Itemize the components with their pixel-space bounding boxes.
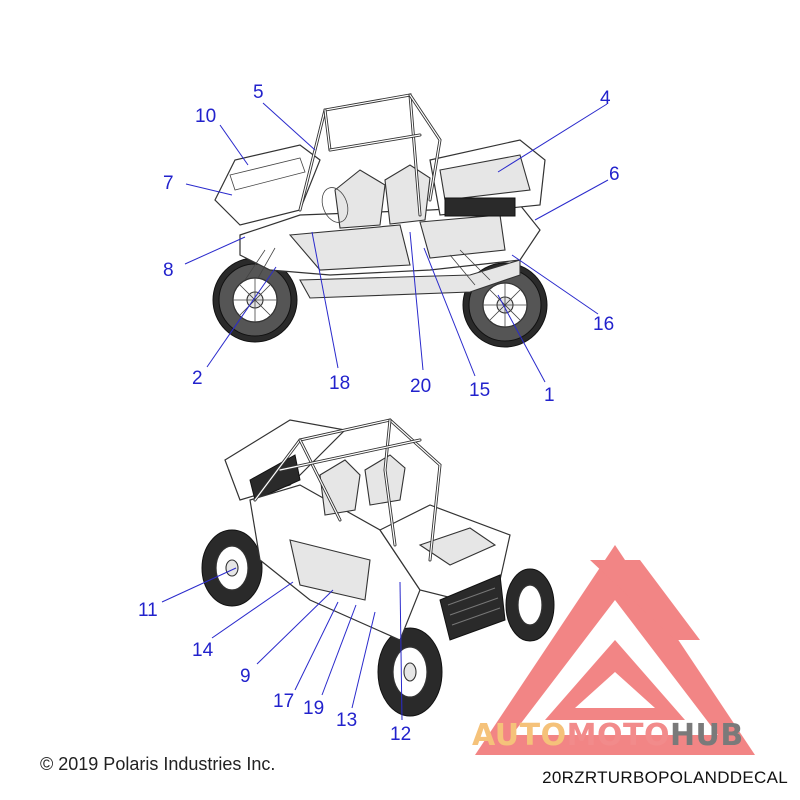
brand-auto: AUTO: [472, 718, 567, 753]
callout-7: 7: [163, 173, 174, 194]
front-wheel: [212, 257, 298, 343]
vehicle-side-view: [212, 93, 548, 348]
callout-4: 4: [600, 88, 611, 109]
vehicle-front-view: [201, 418, 555, 717]
callout-5: 5: [253, 82, 264, 103]
front-right-wheel: [505, 568, 555, 642]
callout-8: 8: [163, 260, 174, 281]
callout-1: 1: [544, 385, 555, 406]
callout-10: 10: [195, 106, 216, 127]
callout-19: 19: [303, 698, 324, 719]
copyright-notice: © 2019 Polaris Industries Inc.: [40, 754, 276, 774]
callout-9: 9: [240, 666, 251, 687]
callout-11: 11: [138, 600, 158, 621]
rear-left-wheel: [201, 529, 263, 607]
callout-20: 20: [410, 376, 431, 397]
callout-2: 2: [192, 368, 203, 389]
callout-16: 16: [593, 314, 614, 335]
watermark-brand-text: AUTOMOTOHUB: [472, 718, 744, 753]
brand-moto: MOTO: [566, 718, 670, 753]
callout-12: 12: [390, 724, 411, 745]
callout-13: 13: [336, 710, 357, 731]
callout-15: 15: [469, 380, 490, 401]
callout-6: 6: [609, 164, 620, 185]
watermark-logo: [475, 545, 755, 755]
callout-17: 17: [273, 691, 294, 712]
brand-hub: HUB: [669, 718, 744, 753]
callout-14: 14: [192, 640, 214, 661]
diagram-code: 20RZRTURBOPOLANDDECAL: [542, 768, 788, 787]
leader-lines: [161, 102, 609, 721]
front-left-wheel: [377, 627, 443, 717]
callout-18: 18: [329, 373, 350, 394]
callout-numbers: 5 10 7 8 2 18 20 15 1 16 6 4 11 14 9 17 …: [138, 82, 620, 745]
